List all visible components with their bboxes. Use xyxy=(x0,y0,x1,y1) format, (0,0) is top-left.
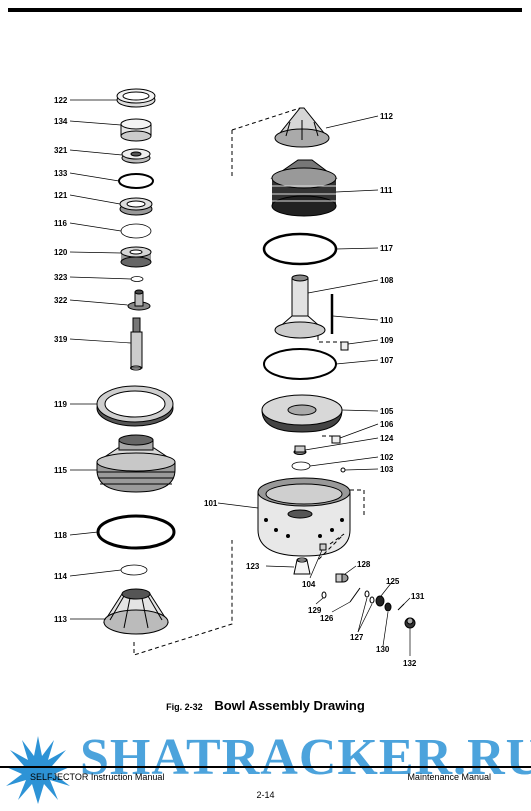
part-132 xyxy=(404,617,416,629)
label-101: 101 xyxy=(204,499,218,508)
part-128 xyxy=(335,573,349,583)
top-rule xyxy=(8,8,522,12)
watermark-sunburst-icon xyxy=(4,736,72,804)
part-labels: 122 134 321 133 121 116 120 323 322 319 … xyxy=(54,96,425,668)
label-106: 106 xyxy=(380,420,394,429)
label-134: 134 xyxy=(54,117,68,126)
part-108 xyxy=(274,274,326,339)
part-119 xyxy=(96,385,174,427)
label-117: 117 xyxy=(380,244,393,253)
label-115: 115 xyxy=(54,466,67,475)
label-128: 128 xyxy=(357,560,371,569)
part-111 xyxy=(270,159,338,217)
label-118: 118 xyxy=(54,531,67,540)
part-126 xyxy=(349,587,361,603)
part-103 xyxy=(340,467,346,473)
watermark-text: SHATRACKER.RU xyxy=(80,729,531,786)
label-122: 122 xyxy=(54,96,68,105)
figure-caption: Fig. 2-32 Bowl Assembly Drawing xyxy=(0,698,531,713)
label-129: 129 xyxy=(308,606,322,615)
part-117 xyxy=(262,232,338,266)
label-132: 132 xyxy=(403,659,417,668)
label-108: 108 xyxy=(380,276,394,285)
label-133: 133 xyxy=(54,169,68,178)
part-120 xyxy=(120,246,152,268)
label-103: 103 xyxy=(380,465,394,474)
part-107 xyxy=(263,348,337,380)
label-119: 119 xyxy=(54,400,67,409)
label-113: 113 xyxy=(54,615,67,624)
part-102 xyxy=(291,461,311,471)
label-114: 114 xyxy=(54,572,67,581)
label-124: 124 xyxy=(380,434,394,443)
label-131: 131 xyxy=(411,592,425,601)
part-319 xyxy=(130,317,143,371)
label-120: 120 xyxy=(54,248,68,257)
part-127 xyxy=(364,590,375,604)
part-134 xyxy=(120,118,152,142)
part-113 xyxy=(103,588,169,635)
label-126: 126 xyxy=(320,614,334,623)
part-115 xyxy=(96,434,176,493)
label-112: 112 xyxy=(380,112,393,121)
part-133 xyxy=(118,173,154,189)
label-125: 125 xyxy=(386,577,400,586)
part-109 xyxy=(340,341,349,351)
label-323: 323 xyxy=(54,273,68,282)
part-116 xyxy=(120,223,152,239)
label-105: 105 xyxy=(380,407,394,416)
footer-left: SELFJECTOR Instruction Manual xyxy=(30,772,165,782)
figure-title: Bowl Assembly Drawing xyxy=(214,698,365,713)
part-129 xyxy=(321,591,327,599)
page-number: 2-14 xyxy=(256,790,275,800)
label-111: 111 xyxy=(380,186,393,195)
label-109: 109 xyxy=(380,336,394,345)
footer-right: Maintenance Manual xyxy=(407,772,491,782)
part-106 xyxy=(331,435,341,444)
label-107: 107 xyxy=(380,356,394,365)
part-323 xyxy=(130,276,144,282)
part-122 xyxy=(116,88,156,108)
label-322: 322 xyxy=(54,296,68,305)
part-104 xyxy=(319,543,327,551)
part-321 xyxy=(121,148,151,164)
figure-number: Fig. 2-32 xyxy=(166,702,203,712)
label-102: 102 xyxy=(380,453,394,462)
part-105 xyxy=(261,394,343,433)
part-101 xyxy=(257,477,351,557)
part-112 xyxy=(274,107,330,148)
leader-lines xyxy=(69,99,411,656)
part-114 xyxy=(120,564,148,576)
label-130: 130 xyxy=(376,645,390,654)
part-121 xyxy=(119,197,153,216)
part-322 xyxy=(127,289,151,311)
label-121: 121 xyxy=(54,191,68,200)
label-123: 123 xyxy=(246,562,260,571)
part-123 xyxy=(293,557,311,575)
part-125 xyxy=(375,595,392,612)
footer-rule xyxy=(0,766,531,768)
label-110: 110 xyxy=(380,316,393,325)
label-319: 319 xyxy=(54,335,68,344)
label-127: 127 xyxy=(350,633,364,642)
part-124 xyxy=(293,445,307,455)
label-104: 104 xyxy=(302,580,316,589)
part-118 xyxy=(96,514,176,550)
assembly-lines xyxy=(133,107,365,656)
label-321: 321 xyxy=(54,146,68,155)
label-116: 116 xyxy=(54,219,67,228)
